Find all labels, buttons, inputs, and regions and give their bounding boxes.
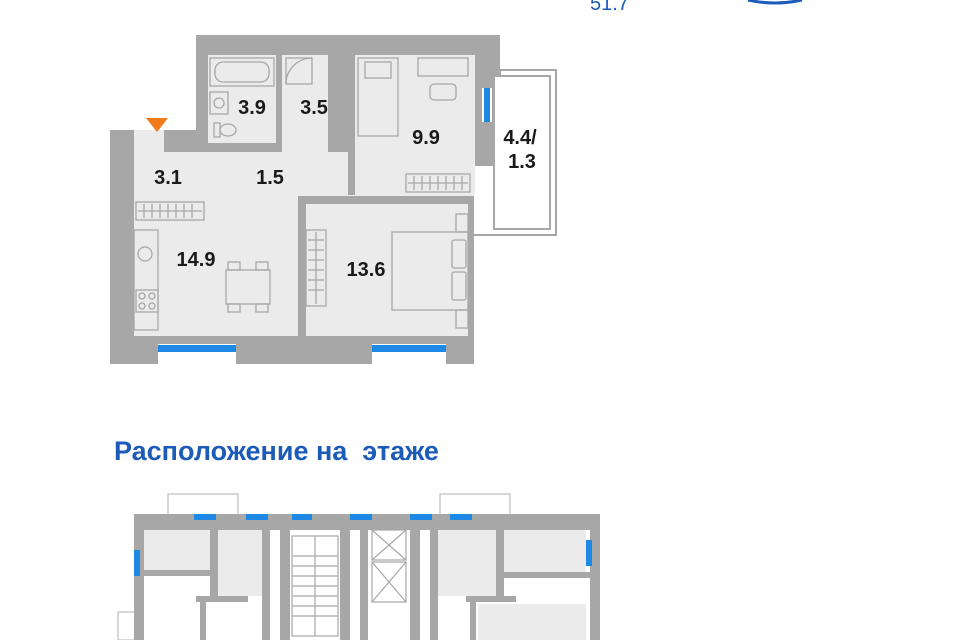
total-area-label: 51.7: [590, 0, 629, 15]
floor-location-plan: [117, 493, 600, 640]
wardrobe-icon: [329, 61, 347, 149]
window: [410, 514, 432, 520]
wardrobe-icon: [305, 229, 327, 307]
entrance-arrow-icon: [146, 118, 168, 132]
kitchen-counter-icon: [133, 229, 159, 331]
room-bedroom-main: [306, 204, 468, 336]
wardrobe-icon: [135, 201, 205, 221]
area-label: 3.1: [154, 167, 182, 189]
area-label: 3.9: [238, 97, 266, 119]
room-hall: [134, 130, 164, 152]
window: [292, 514, 312, 520]
window: [194, 514, 216, 520]
room-balcony: [493, 75, 551, 230]
mini-balcony: [439, 493, 511, 517]
window: [158, 345, 236, 352]
sink-icon: [209, 91, 229, 115]
decor-arc: [747, 0, 803, 5]
area-label: 1.5: [256, 167, 284, 189]
toilet-icon: [213, 122, 237, 138]
inner-wall: [298, 196, 306, 336]
window: [484, 88, 490, 122]
area-label: 14.9: [177, 249, 216, 271]
mini-outer-walls: [134, 514, 600, 640]
inner-wall: [208, 143, 282, 152]
elevator-icon: [371, 529, 407, 561]
window: [450, 514, 472, 520]
elevator-icon: [371, 561, 407, 603]
floor-plan: 3.9 3.5 9.9 4.4/ 1.3 3.1 1.5 14.9 13.6: [110, 35, 557, 364]
area-label: 13.6: [347, 259, 386, 281]
window: [350, 514, 372, 520]
window: [586, 540, 592, 566]
wardrobe-icon: [405, 173, 471, 193]
stairs-icon: [291, 535, 339, 637]
inner-wall: [348, 55, 355, 195]
area-label: 4.4/: [503, 127, 537, 149]
area-label: 3.5: [300, 97, 328, 119]
shower-icon: [285, 57, 313, 85]
kitchen-table-icon: [225, 261, 271, 313]
window: [134, 550, 140, 576]
area-label: 1.3: [508, 151, 536, 173]
window: [372, 345, 446, 352]
kitchen-sink-icon: [137, 246, 153, 262]
single-bed-icon: [357, 57, 399, 137]
bathtub-icon: [209, 57, 275, 87]
inner-wall: [276, 55, 282, 143]
mini-balcony: [167, 493, 239, 517]
double-bed-icon: [391, 213, 469, 329]
desk-icon: [417, 57, 469, 101]
floor-location-heading: Расположение на этаже: [114, 436, 439, 466]
window: [246, 514, 268, 520]
inner-wall: [196, 130, 208, 152]
room-kitchen: [134, 196, 298, 336]
stove-icon: [135, 289, 159, 313]
inner-wall: [306, 196, 346, 204]
area-label: 9.9: [412, 127, 440, 149]
